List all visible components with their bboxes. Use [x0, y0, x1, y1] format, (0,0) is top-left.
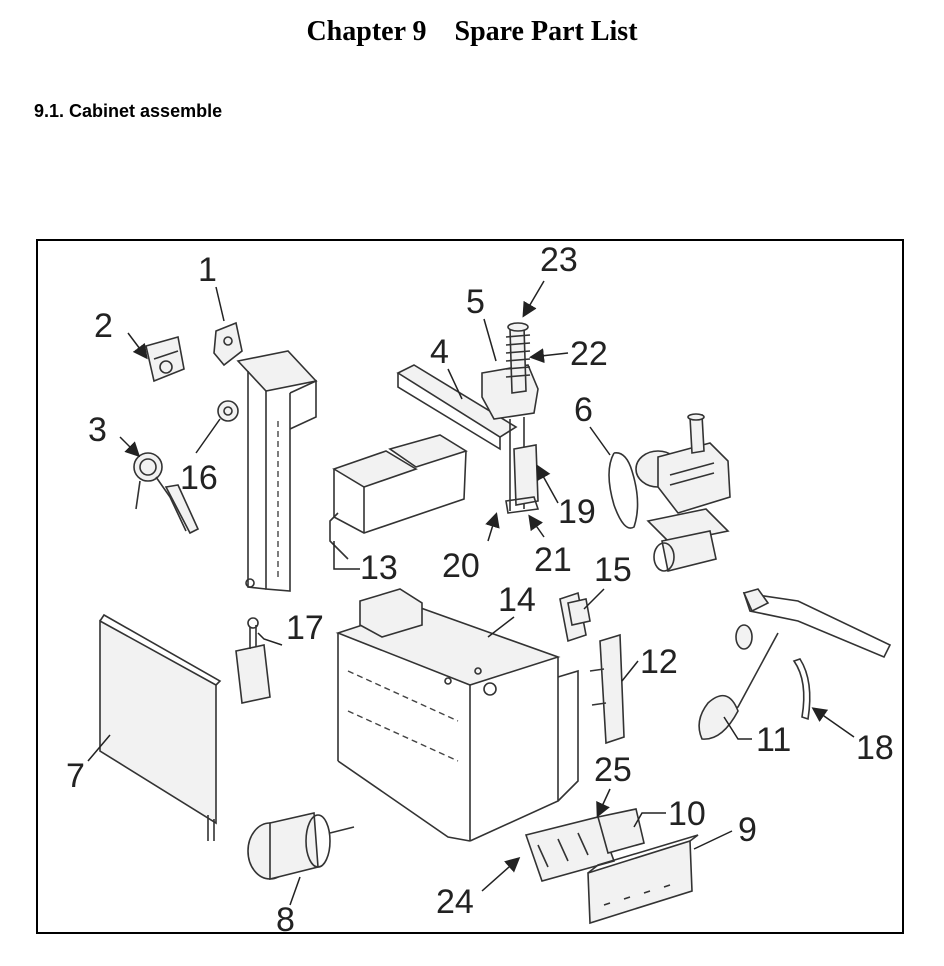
callout-7: 7	[66, 757, 85, 795]
leader-21	[528, 514, 545, 538]
callout-9: 9	[738, 811, 757, 849]
leader-24	[481, 857, 521, 892]
part-6-gearbox	[608, 413, 731, 529]
callout-10: 10	[668, 795, 706, 833]
callout-1: 1	[198, 251, 217, 289]
part-1-bracket	[213, 321, 243, 367]
leader-19	[536, 464, 559, 504]
callout-19: 19	[558, 493, 596, 531]
part-12-plate	[589, 633, 625, 745]
part-4-horizontal-arm	[396, 364, 518, 451]
leader-25	[596, 788, 611, 818]
leader-3	[119, 436, 141, 458]
leader-7	[87, 734, 111, 762]
callout-23: 23	[540, 241, 578, 279]
leader-18	[811, 707, 855, 738]
callout-13: 13	[360, 549, 398, 587]
leader-6	[589, 426, 611, 456]
motor	[646, 508, 730, 572]
leader-13	[333, 541, 360, 570]
leader-22	[529, 348, 569, 364]
callout-3: 3	[88, 411, 107, 449]
leader-8	[289, 876, 301, 906]
exploded-diagram: 1 2 3 4 5 6 7 8 9 10 11 12 13 14 15 16 1…	[36, 239, 904, 936]
part-5-shaft-head	[481, 322, 540, 514]
leader-1	[215, 286, 225, 322]
leader-9	[693, 830, 733, 850]
leader-17	[257, 632, 283, 646]
part-7-side-panel	[99, 613, 222, 841]
callout-6: 6	[574, 391, 593, 429]
leader-11	[723, 716, 752, 740]
leader-4	[447, 368, 463, 400]
callout-12: 12	[640, 643, 678, 681]
chapter-title: Chapter 9 Spare Part List	[306, 16, 638, 47]
callout-21: 21	[534, 541, 572, 579]
column-post	[236, 350, 318, 592]
part-11-bead-breaker	[698, 588, 892, 740]
part-3-inflation-gauge	[133, 452, 200, 535]
leader-20	[485, 512, 500, 542]
leader-16	[195, 418, 221, 454]
callout-11: 11	[756, 721, 791, 759]
callout-15: 15	[594, 551, 632, 589]
leader-2	[127, 332, 148, 360]
part-17-cylinder	[235, 617, 271, 704]
part-13-tray	[329, 434, 468, 560]
part-10-valve-parts	[597, 808, 645, 854]
part-2-box-bracket	[145, 335, 185, 383]
callout-22: 22	[570, 335, 608, 373]
leader-14	[487, 616, 515, 638]
callout-16: 16	[180, 459, 218, 497]
callout-8: 8	[276, 901, 295, 936]
part-16-valve	[217, 400, 239, 422]
callout-14: 14	[498, 581, 536, 619]
part-9-cover	[587, 834, 699, 925]
part-8-motor	[247, 812, 355, 881]
callout-17: 17	[286, 609, 324, 647]
callout-4: 4	[430, 333, 449, 371]
callout-18: 18	[856, 729, 894, 767]
callout-24: 24	[436, 883, 474, 921]
part-15-pedal-valve	[559, 591, 591, 643]
leader-12	[621, 660, 639, 682]
leader-10	[633, 812, 666, 828]
callout-20: 20	[442, 547, 480, 585]
callout-2: 2	[94, 307, 113, 345]
leader-23	[522, 280, 545, 318]
leader-15	[583, 588, 605, 610]
part-14-cabinet-frame	[335, 588, 579, 842]
leader-5	[483, 318, 497, 362]
section-title: 9.1. Cabinet assemble	[34, 101, 223, 121]
callout-5: 5	[466, 283, 485, 321]
callout-25: 25	[594, 751, 632, 789]
